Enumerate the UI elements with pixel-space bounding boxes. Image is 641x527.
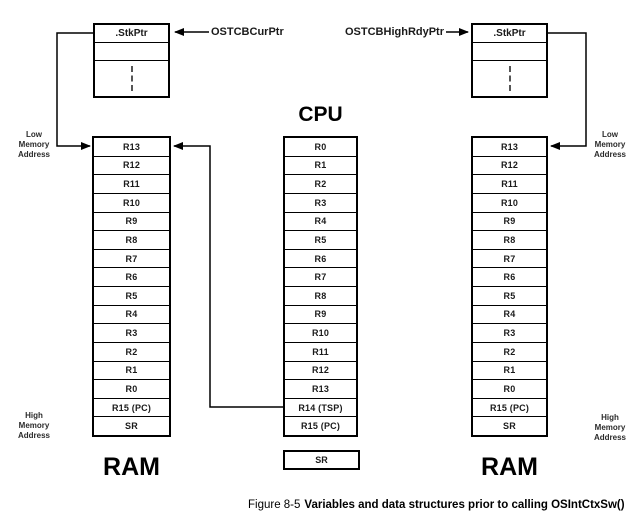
cpu-register-cell: R14 (TSP) <box>285 399 356 418</box>
cpu-register-cell: R12 <box>285 362 356 381</box>
ram-left-cell: R6 <box>94 268 169 287</box>
cpu-register-cell: R2 <box>285 175 356 194</box>
ram-right-cell: R12 <box>473 157 546 176</box>
ram-right-cell: R5 <box>473 287 546 306</box>
tcb-left-continuation <box>95 61 168 96</box>
cpu-title: CPU <box>298 103 343 126</box>
cpu-register-cell: R7 <box>285 268 356 287</box>
ellipsis-dashes-icon <box>130 66 133 91</box>
arrow-stkptr-right-to-ram <box>548 32 587 150</box>
cpu-register-cell: R10 <box>285 324 356 343</box>
tcb-right-empty-field <box>473 43 546 61</box>
cpu-register-cell: R8 <box>285 287 356 306</box>
high-memory-address-label-left: High Memory Address <box>17 411 50 440</box>
ram-right-cell: R13 <box>473 138 546 157</box>
ram-left-cell: R10 <box>94 194 169 213</box>
ram-right-stack: R13 R12 R11 R10 R9 R8 R7 R6 R5 R4 R3 R2 … <box>471 136 548 437</box>
cpu-register-cell: R4 <box>285 213 356 232</box>
cpu-register-cell: R5 <box>285 231 356 250</box>
ram-left-cell: SR <box>125 421 138 432</box>
arrow-stkptr-left-to-ram <box>56 32 94 150</box>
ram-right-cell: R9 <box>473 213 546 232</box>
cpu-register-cell: R1 <box>285 157 356 176</box>
ram-left-title: RAM <box>103 453 160 481</box>
cpu-register-cell: R3 <box>285 194 356 213</box>
arrow-r14tsp-to-ram <box>173 142 283 408</box>
ram-left-cell: R2 <box>94 343 169 362</box>
ram-right-title: RAM <box>481 453 538 481</box>
ram-left-cell: R3 <box>94 324 169 343</box>
cpu-register-cell: R0 <box>285 138 356 157</box>
ram-right-cell: R8 <box>473 231 546 250</box>
ram-left-stack: R13 R12 R11 R10 R9 R8 R7 R6 R5 R4 R3 R2 … <box>92 136 171 437</box>
ram-right-cell: R11 <box>473 175 546 194</box>
ram-right-cell: R2 <box>473 343 546 362</box>
cpu-register-cell: R15 (PC) <box>300 421 341 432</box>
ram-left-cell: R9 <box>94 213 169 232</box>
ram-right-cell: R0 <box>473 380 546 399</box>
ostcbcurptr-label: OSTCBCurPtr <box>211 26 284 38</box>
figure-caption-title: Variables and data structures prior to c… <box>304 499 625 511</box>
cpu-register-cell: R9 <box>285 306 356 325</box>
cpu-sr-box: SR <box>283 450 360 470</box>
ram-right-cell: R3 <box>473 324 546 343</box>
ram-right-cell: R1 <box>473 362 546 381</box>
tcb-left-empty-field <box>95 43 168 61</box>
cpu-register-stack: R0 R1 R2 R3 R4 R5 R6 R7 R8 R9 R10 R11 R1… <box>283 136 358 437</box>
ram-left-cell: R13 <box>94 138 169 157</box>
figure-caption-number: Figure 8-5 <box>248 499 301 511</box>
low-memory-address-label-left: Low Memory Address <box>17 130 50 159</box>
ram-left-cell: R8 <box>94 231 169 250</box>
ram-right-cell: R15 (PC) <box>473 399 546 418</box>
ram-left-cell: R7 <box>94 250 169 269</box>
ram-right-cell: R10 <box>473 194 546 213</box>
tcb-right-stkptr-field: .StkPtr <box>473 25 546 43</box>
ram-left-cell: R4 <box>94 306 169 325</box>
high-memory-address-label-right: High Memory Address <box>593 413 626 442</box>
low-memory-address-label-right: Low Memory Address <box>593 130 626 159</box>
tcb-left-box: .StkPtr <box>93 23 170 98</box>
ram-left-cell: R0 <box>94 380 169 399</box>
cpu-register-cell: R11 <box>285 343 356 362</box>
tcb-left-stkptr-field: .StkPtr <box>95 25 168 43</box>
tcb-right-continuation <box>473 61 546 96</box>
ram-right-cell: R4 <box>473 306 546 325</box>
ram-left-cell: R1 <box>94 362 169 381</box>
ram-right-cell: R6 <box>473 268 546 287</box>
tcb-right-box: .StkPtr <box>471 23 548 98</box>
ram-left-cell: R15 (PC) <box>94 399 169 418</box>
ram-right-cell: SR <box>503 421 516 432</box>
ram-left-cell: R5 <box>94 287 169 306</box>
ostcbhighrdyptr-label: OSTCBHighRdyPtr <box>345 26 444 38</box>
ram-left-cell: R11 <box>94 175 169 194</box>
ellipsis-dashes-icon <box>508 66 511 91</box>
ram-left-cell: R12 <box>94 157 169 176</box>
ram-right-cell: R7 <box>473 250 546 269</box>
cpu-register-cell: R6 <box>285 250 356 269</box>
cpu-register-cell: R13 <box>285 380 356 399</box>
